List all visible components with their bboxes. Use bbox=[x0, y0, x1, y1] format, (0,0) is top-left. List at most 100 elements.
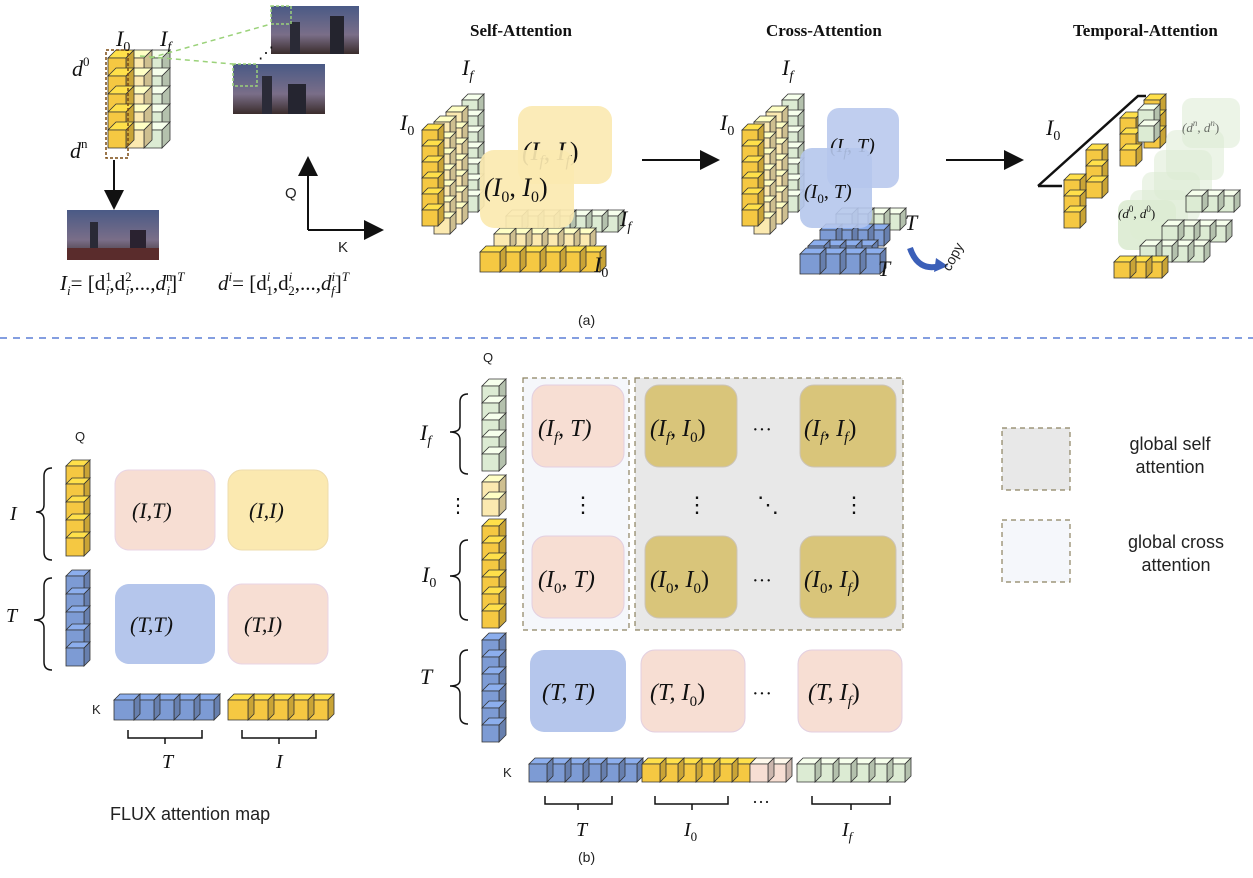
big-brace-T: T bbox=[576, 819, 589, 841]
flux-attention-map bbox=[33, 459, 335, 744]
brace bbox=[35, 467, 53, 561]
token-cube bbox=[528, 757, 554, 783]
big-cell-I0-If-label: (I0, If) bbox=[804, 567, 860, 597]
flux-cell-TT bbox=[115, 584, 215, 664]
token-cube bbox=[1137, 119, 1161, 143]
token-cube bbox=[481, 446, 507, 472]
big-cell-I0-I0 bbox=[644, 535, 738, 619]
big-row-T: T bbox=[420, 664, 434, 689]
street-photo-icon bbox=[232, 63, 325, 114]
self-attention-title: Self-Attention bbox=[470, 21, 573, 40]
brace bbox=[654, 796, 729, 810]
caption-b: (b) bbox=[578, 849, 595, 865]
temporal-label-I0: I0 bbox=[1045, 115, 1060, 144]
big-vdots-1: ⋮ bbox=[572, 492, 594, 517]
temporal-cell-label: (d0, d0) bbox=[1118, 204, 1155, 221]
big-cell-If-I0-label: (If, I0) bbox=[650, 416, 706, 446]
self-label-I0-left: I0 bbox=[399, 110, 414, 139]
self-cell-I0-I0 bbox=[480, 150, 574, 228]
flux-brace-T: T bbox=[162, 751, 175, 773]
label-I0: I0 bbox=[115, 26, 130, 55]
big-cell-T-I0 bbox=[640, 649, 746, 733]
flux-q-label: Q bbox=[75, 429, 85, 444]
token-cube bbox=[113, 693, 141, 721]
cross-cell-I0-T-label: (I0, T) bbox=[804, 181, 852, 206]
cross-attention-block bbox=[741, 93, 907, 275]
token-cube bbox=[641, 757, 667, 783]
token-cube bbox=[65, 459, 91, 485]
token-cube bbox=[1185, 189, 1209, 213]
big-cell-T-T bbox=[530, 650, 626, 732]
big-cell-I0-I0-label: (I0, I0) bbox=[650, 567, 709, 597]
cross-label-T-bottom: T bbox=[878, 256, 892, 281]
flux-k-label: K bbox=[92, 702, 101, 717]
big-row-If: If bbox=[419, 420, 433, 449]
big-cell-If-If-label: (If, If) bbox=[804, 416, 856, 446]
token-cube bbox=[481, 491, 507, 517]
legend-self-swatch bbox=[1001, 427, 1071, 491]
big-attention-map bbox=[449, 378, 912, 810]
big-cell-I0-T-label: (I0, T) bbox=[538, 567, 595, 597]
self-cell-I0-I0-label: (I0, I0) bbox=[484, 173, 548, 206]
video-token-stack bbox=[105, 49, 171, 159]
self-label-If-right: If bbox=[619, 206, 633, 235]
big-cell-If-T bbox=[531, 384, 625, 468]
cross-label-If: If bbox=[781, 55, 795, 84]
big-cell-T-I0-label: (T, I0) bbox=[650, 680, 705, 710]
big-vdots-3: ⋮ bbox=[843, 492, 865, 517]
brace bbox=[544, 796, 613, 810]
big-k-label: K bbox=[503, 765, 512, 780]
brace bbox=[811, 796, 891, 810]
big-cell-If-T-label: (If, T) bbox=[538, 416, 592, 446]
big-hdots-3: ··· bbox=[752, 683, 772, 705]
street-photo-icon bbox=[270, 5, 359, 54]
big-ddots: ⋱ bbox=[757, 492, 779, 517]
big-cell-I0-If bbox=[799, 535, 897, 619]
flux-cell-TT-label: (T,T) bbox=[130, 612, 173, 637]
flux-cell-IT-label: (I,T) bbox=[132, 498, 172, 523]
flux-row-I: I bbox=[9, 503, 18, 525]
token-cube bbox=[479, 245, 507, 273]
legend-cross-swatch bbox=[1001, 519, 1071, 583]
label-If: If bbox=[159, 26, 173, 55]
brace bbox=[127, 730, 203, 744]
token-cube bbox=[1119, 143, 1143, 167]
token-cube bbox=[65, 531, 91, 557]
flux-cell-II-label: (I,I) bbox=[249, 498, 284, 523]
big-brace-I0: I0 bbox=[683, 819, 697, 844]
big-hdots-2: ··· bbox=[752, 570, 772, 592]
big-row-I0: I0 bbox=[421, 562, 436, 591]
brace bbox=[241, 730, 317, 744]
self-label-If-top: If bbox=[461, 55, 475, 84]
axis-k-label: K bbox=[338, 239, 348, 256]
token-cube bbox=[65, 641, 91, 667]
token-cube bbox=[749, 757, 775, 783]
token-cube bbox=[799, 247, 827, 275]
flux-cell-TI-label: (T,I) bbox=[244, 612, 282, 637]
flux-caption: FLUX attention map bbox=[110, 804, 270, 824]
big-brace-If: If bbox=[841, 819, 855, 844]
axis-q-label: Q bbox=[285, 185, 297, 202]
copy-label: copy bbox=[939, 240, 967, 274]
flux-cell-IT bbox=[114, 469, 216, 551]
cross-label-T-top: T bbox=[905, 210, 919, 235]
token-cube bbox=[1113, 255, 1137, 279]
caption-a: (a) bbox=[578, 312, 595, 328]
big-hdots-1: ··· bbox=[752, 419, 772, 441]
token-cube bbox=[1161, 219, 1185, 243]
temporal-cell-label-faded: (dn, dn) bbox=[1182, 118, 1219, 135]
temporal-attention-cell bbox=[1118, 200, 1176, 250]
part-b: Q K I T (I,T) (I,I) (T,T) (T,I) T I FLUX… bbox=[6, 350, 1224, 865]
big-k-dots: ··· bbox=[752, 792, 770, 812]
token-cube bbox=[796, 757, 822, 783]
big-cell-T-If-label: (T, If) bbox=[808, 680, 860, 710]
flux-row-T: T bbox=[6, 605, 19, 627]
token-cube bbox=[481, 717, 507, 743]
self-attention-block bbox=[421, 93, 625, 273]
big-cell-If-I0 bbox=[644, 384, 738, 468]
